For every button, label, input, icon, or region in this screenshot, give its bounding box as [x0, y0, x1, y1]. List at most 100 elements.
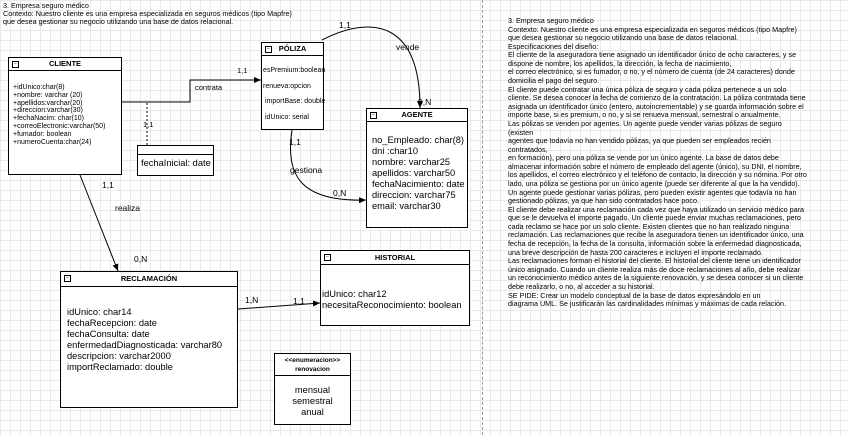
class-poliza-header: − PÓLIZA: [262, 43, 323, 56]
text-line: Las reclamaciones forman el historial de…: [508, 256, 801, 266]
card-gestiona-agente: 0,N: [333, 188, 347, 198]
contrata-line: [120, 77, 261, 103]
enum-value: mensual: [294, 385, 331, 395]
card-realiza-reclamacion: 0,N: [134, 254, 148, 264]
attribute: descripcion: varchar2000: [67, 351, 171, 361]
collapse-icon[interactable]: −: [64, 275, 71, 282]
card-gestiona-poliza: 1,1: [289, 137, 301, 147]
page-separator: [482, 0, 483, 435]
text-line: que desea gestionar su negocio utilizand…: [508, 33, 739, 43]
vende-line: [321, 26, 423, 109]
attribute: +fumador: boolean: [13, 130, 72, 138]
attribute: fechaConsulta: date: [67, 329, 150, 339]
attribute: necesitaReconocimiento: boolean: [322, 300, 462, 310]
text-line: diagrama UML. Se justificarán las cardin…: [508, 299, 787, 309]
class-agente-attributes: no_Empleado: char(8) dni :char10 nombre:…: [367, 122, 467, 212]
text-line: el correo electrónico, si es fumador, o …: [508, 67, 795, 77]
text-line: cliente. Se desea conocer la fecha de co…: [508, 93, 806, 103]
attribute: fechaNacimiento: date: [372, 179, 465, 189]
card-vende-poliza: 1,1: [339, 20, 351, 30]
diagram-title: 3. Empresa seguro médico: [3, 1, 89, 10]
class-agente[interactable]: − AGENTE no_Empleado: char(8) dni :char1…: [366, 108, 468, 228]
attribute: idUnico: char12: [322, 289, 387, 299]
class-cliente-header: − CLIENTE: [9, 58, 121, 71]
enum-value: semestral: [292, 396, 333, 406]
attribute: enfermedadDiagnosticada: varchar80: [67, 340, 223, 350]
collapse-icon[interactable]: −: [324, 254, 331, 261]
attribute: +numeroCuenta:char(24): [13, 138, 92, 146]
text-line: único asignado. Cuando un cliente realiz…: [508, 264, 801, 274]
specification-text: 3. Empresa seguro médico Contexto: Nuest…: [508, 16, 808, 309]
class-agente-header: − AGENTE: [367, 109, 467, 122]
attribute: nombre: varchar25: [372, 157, 451, 167]
text-line: cada reclamo se hace por un solo cliente…: [508, 221, 790, 231]
text-line: agentes que todavía no han vendido póliz…: [508, 136, 771, 154]
text-line: debe realizarlo, o no, al acceder a su h…: [508, 281, 655, 291]
association-class[interactable]: fechaInicial: date: [137, 145, 214, 176]
class-reclamacion-attributes: idUnico: char14 fechaRecepcion: date fec…: [61, 287, 237, 373]
collapse-icon[interactable]: −: [265, 46, 272, 53]
association-header: [138, 146, 213, 155]
class-reclamacion-header: − RECLAMACIÓN: [61, 272, 237, 287]
class-poliza-attributes: esPremium:boolean renueva:opcion importB…: [262, 67, 326, 121]
attribute: +idUnico:char(8): [13, 84, 65, 91]
text-line: reclamación. Las reclamaciones que recib…: [508, 230, 804, 240]
attribute: no_Empleado: char(8): [372, 135, 464, 145]
text-line: dispone de nombre, los apellidos, la dir…: [508, 58, 732, 68]
class-poliza-title: PÓLIZA: [278, 44, 307, 53]
class-historial-header: − HISTORIAL: [321, 251, 469, 265]
relation-label-realiza: realiza: [115, 203, 141, 213]
attribute: +fechaNacim: char(10): [13, 115, 85, 123]
relation-label-vende: vende: [396, 42, 420, 52]
card-contrata-poliza: 1,1: [237, 66, 248, 75]
gestiona-line: [289, 129, 367, 204]
text-line: una breve descripción de hasta 200 carac…: [508, 247, 763, 257]
text-line: SE PIDE: Crear un modelo conceptual de l…: [508, 290, 761, 300]
text-line: fecha de recepción, la fecha de la consu…: [508, 239, 802, 249]
text-line: almacenar información sobre el número de…: [508, 161, 802, 171]
text-line: El cliente debe realizar una reclamación…: [508, 204, 805, 214]
attribute: direccion: varchar75: [372, 190, 456, 200]
attribute: idUnico: serial: [265, 114, 309, 121]
text-line: Las pólizas se venden por agentes. Un ag…: [508, 118, 782, 137]
enum-renovacion[interactable]: <<enumeracion>> renovacion mensual semes…: [274, 353, 351, 425]
class-cliente[interactable]: − CLIENTE +idUnico:char(8) +nombre: varc…: [8, 57, 122, 175]
attribute: +direccion:varchar(30): [13, 107, 83, 115]
collapse-icon[interactable]: −: [370, 112, 377, 119]
card-historial-historial: 1,1: [293, 296, 305, 306]
relation-label-gestiona: gestiona: [290, 165, 323, 175]
relation-label-contrata: contrata: [195, 83, 223, 92]
text-line: El cliente puede contratar una única pól…: [508, 84, 787, 94]
collapse-icon[interactable]: −: [12, 61, 19, 68]
attribute: idUnico: char14: [67, 307, 132, 317]
text-line: lado, una póliza se gestiona por un únic…: [508, 178, 800, 188]
attribute: importReclamado: double: [67, 362, 173, 372]
enum-stereotype: <<enumeracion>>: [284, 357, 341, 364]
attribute: email: varchar30: [372, 201, 441, 211]
enum-renovacion-values: mensual semestral anual: [275, 376, 350, 418]
class-reclamacion[interactable]: − RECLAMACIÓN idUnico: char14 fechaRecep…: [60, 271, 238, 408]
text-line: gestionado pólizas, ya que han sido cont…: [508, 196, 700, 206]
text-line: 3. Empresa seguro médico: [508, 16, 594, 25]
text-line: un reconocimiento médico antes de la sig…: [508, 273, 804, 283]
attribute: +nombre: varchar (20): [13, 91, 83, 99]
class-poliza[interactable]: − PÓLIZA esPremium:boolean renueva:opcio…: [261, 42, 326, 130]
class-agente-title: AGENTE: [401, 110, 433, 119]
card-historial-reclamacion: 1,N: [245, 295, 259, 305]
historial-line: [237, 300, 321, 310]
text-line: que se le devuelva el importe pagado. Un…: [508, 213, 801, 223]
class-cliente-title: CLIENTE: [48, 59, 82, 68]
text-line: asignada un identificador único (entero,…: [508, 101, 804, 111]
text-line: El cliente de la aseguradora tiene asign…: [508, 50, 797, 60]
realiza-line: [79, 174, 119, 272]
attribute: importBase: double: [265, 98, 326, 105]
attribute: +correoElectronic:varchar(50): [13, 122, 106, 130]
class-historial[interactable]: − HISTORIAL idUnico: char12 necesitaReco…: [320, 250, 470, 326]
text-line: en formación), pero una póliza se vende …: [508, 153, 779, 163]
attribute: apellidos: varchar50: [372, 168, 456, 178]
attribute: +apellidos:varchar(20): [13, 99, 83, 107]
class-historial-title: HISTORIAL: [374, 253, 416, 262]
diagram-context-line-1: Contexto: Nuestro cliente es una empresa…: [3, 9, 292, 18]
class-cliente-attributes: +idUnico:char(8) +nombre: varchar (20) +…: [9, 71, 121, 146]
attribute: renueva:opcion: [263, 83, 311, 90]
